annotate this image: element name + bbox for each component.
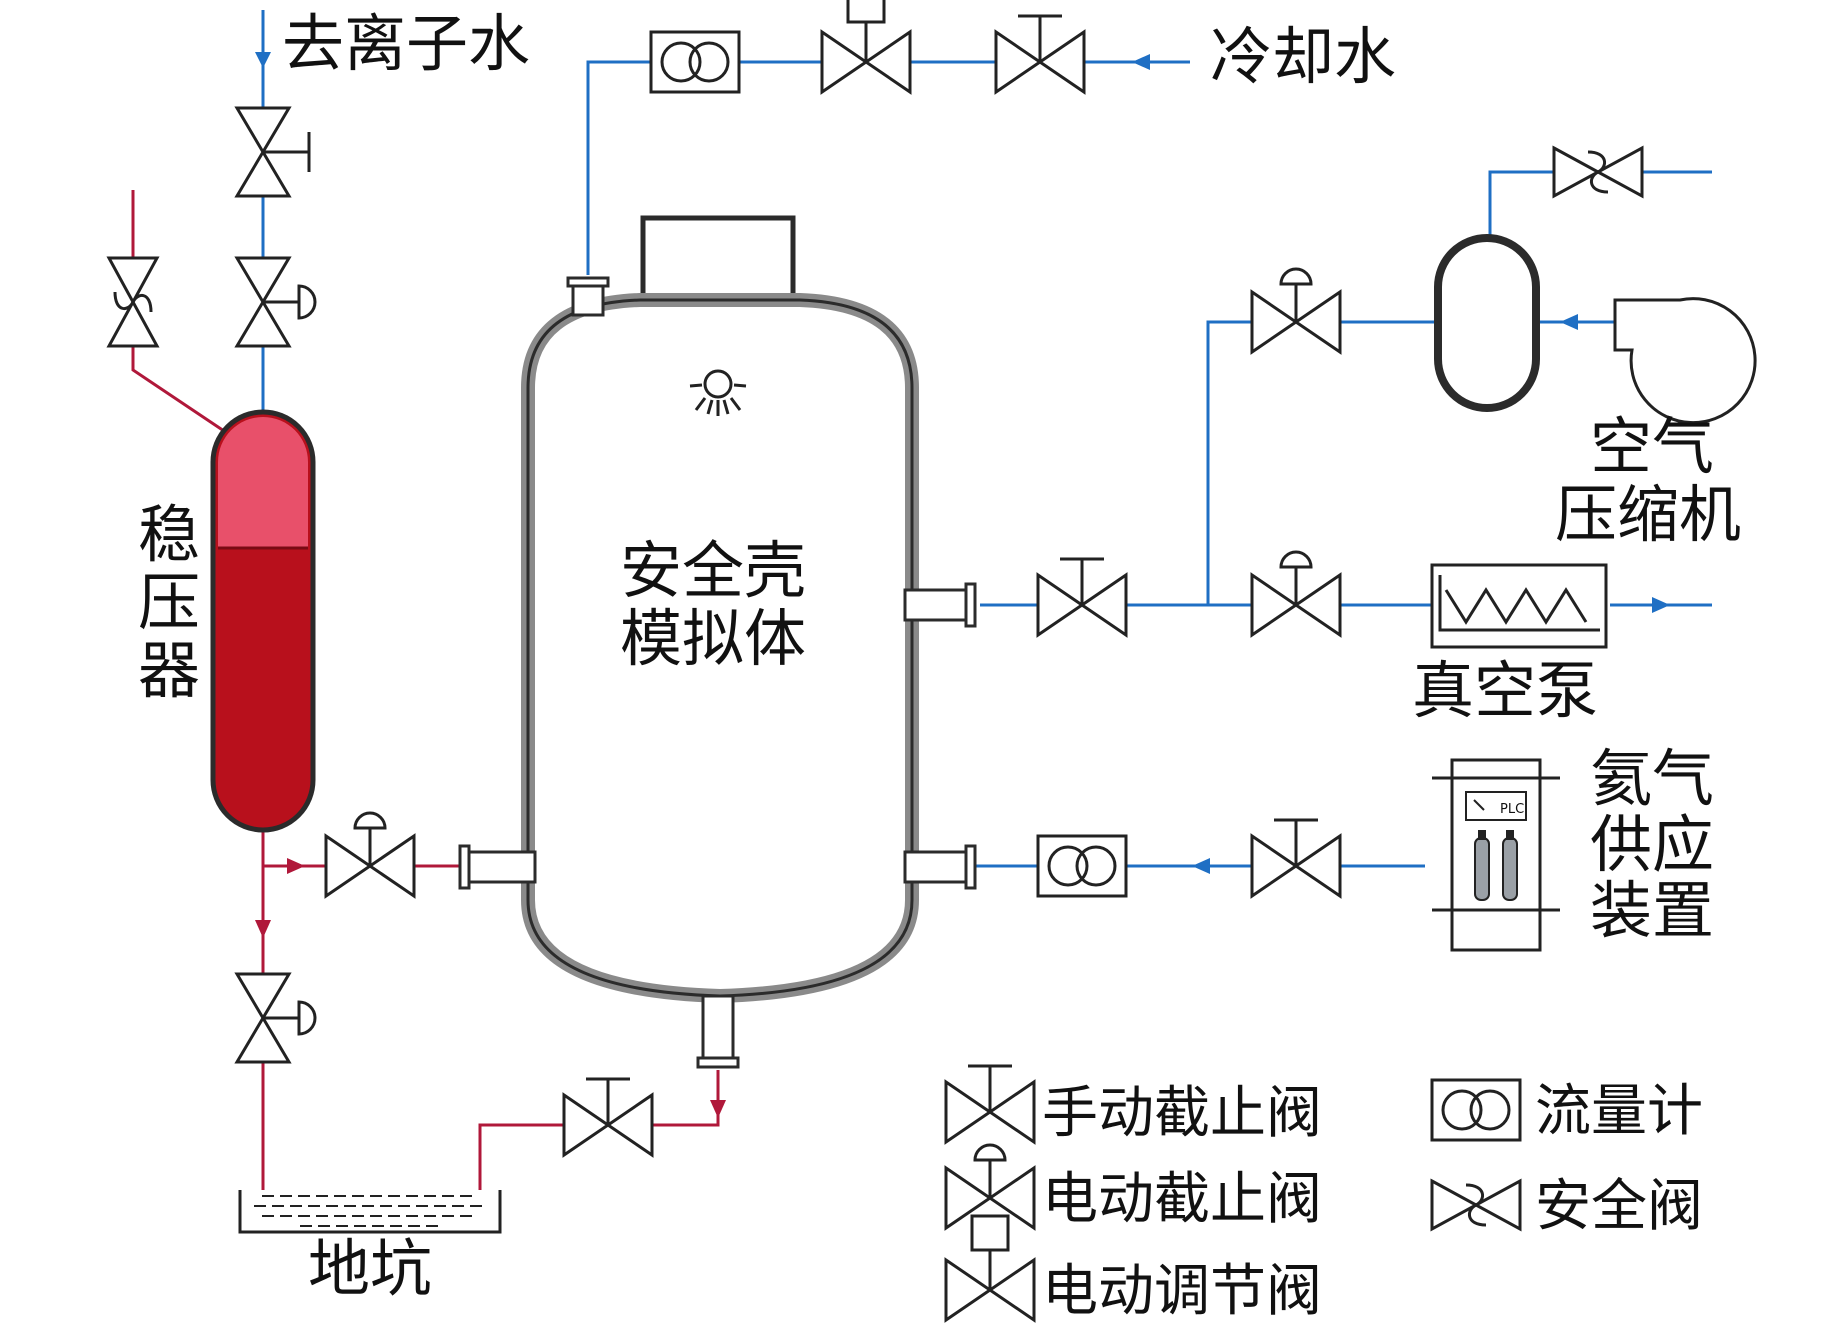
deionized-water-label: 去离子水 [282, 7, 530, 80]
legend-electric-stop-valve: 电动截止阀 [1042, 1167, 1322, 1232]
tank-safety-valve[interactable] [1552, 146, 1644, 198]
legend-manual-valve-icon [944, 1064, 1036, 1144]
air-compressor-icon [1613, 297, 1757, 425]
air-compressor-label-1: 空气 [1590, 410, 1714, 483]
relief-pipe [131, 190, 231, 437]
pit-label: 地坑 [308, 1232, 432, 1305]
hydrogen-supply-cabinet [1432, 758, 1560, 952]
flow-arrow-icon [255, 920, 271, 938]
bottom-drain-manual-valve[interactable] [562, 1077, 654, 1157]
flow-arrow-icon [710, 1100, 726, 1118]
cooling-water-pipe [586, 60, 1190, 275]
flow-arrow-icon [255, 52, 271, 68]
pressurizer-drain-electric-valve[interactable] [235, 972, 317, 1064]
deionized-manual-valve[interactable] [235, 106, 311, 198]
flow-arrow-icon [287, 858, 305, 874]
flow-arrow-icon [1560, 314, 1578, 330]
manifold-pipe [980, 320, 1440, 607]
hydrogen-label-1: 氦气 [1590, 742, 1714, 815]
flow-arrow-icon [1652, 597, 1670, 613]
containment-vessel [458, 215, 977, 1069]
legend-safety-valve: 安全阀 [1535, 1174, 1703, 1239]
tank-vent-pipe [1488, 170, 1712, 235]
vacuum-pump-icon [1430, 563, 1608, 649]
deionized-electric-valve[interactable] [235, 256, 317, 348]
flow-arrow-icon [1132, 54, 1150, 70]
cooling-regulating-valve[interactable] [820, 0, 912, 94]
legend-manual-stop-valve: 手动截止阀 [1042, 1081, 1322, 1146]
pit-icon [238, 1190, 502, 1234]
legend: 手动截止阀 电动截止阀 电动调节阀 流量计 安全阀 [944, 1064, 1703, 1324]
air-tank [1434, 234, 1540, 412]
hydrogen-label-2: 供应 [1590, 808, 1714, 881]
compressor-electric-valve[interactable] [1250, 267, 1342, 354]
spray-nozzle-icon [689, 369, 747, 416]
legend-electric-regulating-valve: 电动调节阀 [1042, 1259, 1322, 1324]
pressurizer-label-1: 稳 [138, 498, 200, 571]
pressurizer-label-2: 压 [138, 566, 200, 639]
flow-arrow-icon [1192, 858, 1210, 874]
containment-label-2: 模拟体 [620, 602, 806, 675]
cooling-water-label: 冷却水 [1210, 20, 1396, 93]
vacuum-electric-valve[interactable] [1250, 550, 1342, 637]
hydrogen-flow-meter [1036, 834, 1128, 898]
cooling-flow-meter [649, 30, 741, 94]
pressurizer-safety-valve[interactable] [107, 256, 159, 348]
hydrogen-manual-valve[interactable] [1250, 818, 1342, 898]
hydrogen-label-3: 装置 [1590, 874, 1714, 947]
pressurizer-label-3: 器 [138, 634, 200, 707]
surge-electric-valve[interactable] [324, 811, 416, 898]
pressurizer [210, 409, 316, 833]
legend-flow-meter: 流量计 [1535, 1079, 1703, 1144]
air-compressor-label-2: 压缩机 [1555, 478, 1741, 551]
legend-safety-valve-icon [1430, 1179, 1522, 1231]
plc-label: PLC [1500, 802, 1524, 817]
legend-flow-meter-icon [1430, 1078, 1522, 1142]
vessel-exhaust-manual-valve[interactable] [1036, 557, 1128, 637]
cooling-manual-valve[interactable] [994, 14, 1086, 94]
vacuum-pump-label: 真空泵 [1412, 654, 1598, 727]
legend-regulating-valve-icon [944, 1214, 1036, 1322]
containment-label-1: 安全壳 [620, 534, 806, 607]
